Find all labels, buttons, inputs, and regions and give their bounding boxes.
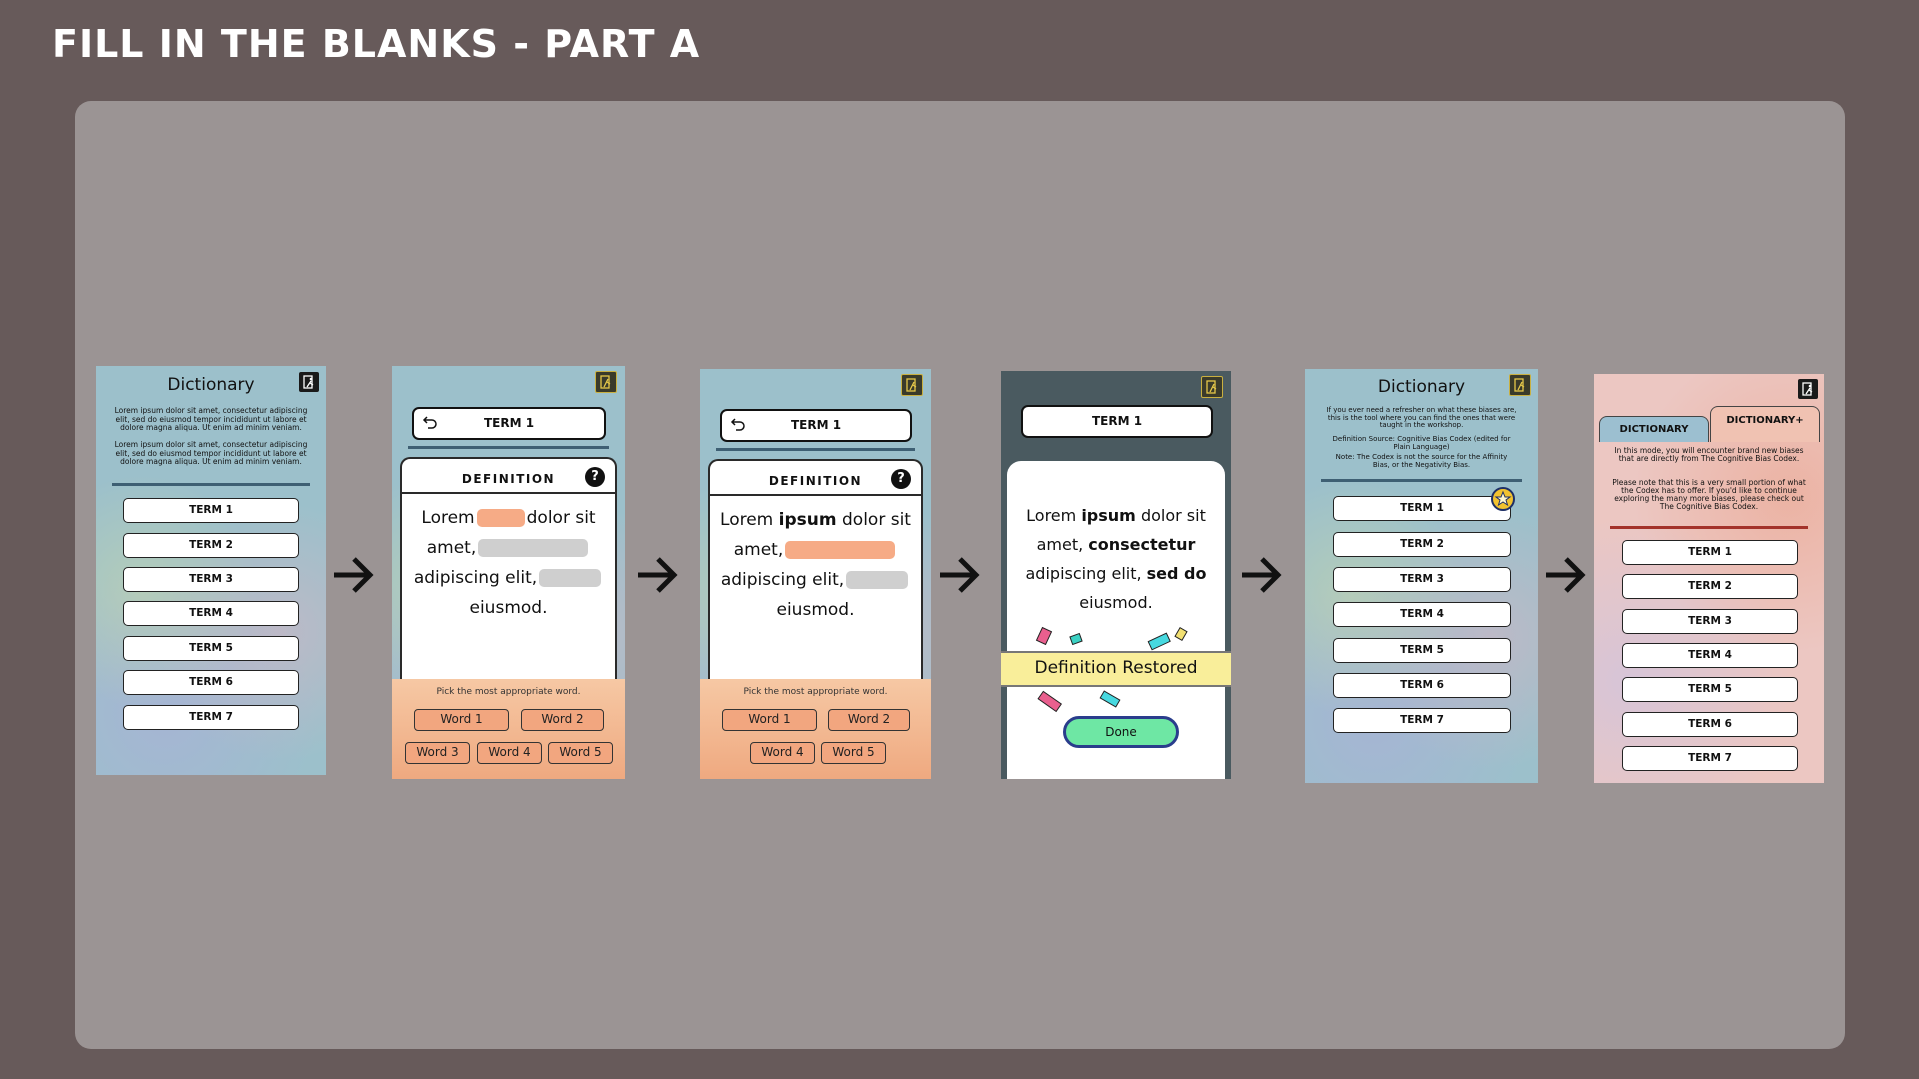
tab-dictionary-plus[interactable]: DICTIONARY+	[1710, 406, 1820, 442]
term-button-7[interactable]: TERM 7	[1333, 708, 1511, 733]
word-button-2[interactable]: Word 2	[521, 709, 604, 731]
page-title: FILL IN THE BLANKS - PART A	[52, 22, 701, 66]
screen-fill-blanks-progress: TERM 1 DEFINITION ? Lorem ipsum dolor si…	[700, 369, 931, 779]
divider	[710, 494, 921, 496]
exit-icon[interactable]	[1798, 379, 1818, 399]
word-button-5[interactable]: Word 5	[548, 742, 613, 764]
word-button-4[interactable]: Word 4	[477, 742, 542, 764]
exit-icon[interactable]	[901, 374, 923, 396]
star-badge-icon	[1491, 487, 1515, 511]
definition-card: DEFINITION ? Lorem ipsum dolor sit amet,…	[708, 459, 923, 687]
term-button-1[interactable]: TERM 1	[1622, 540, 1798, 565]
screen-dictionary-completed: Dictionary If you ever need a refresher …	[1305, 369, 1538, 783]
blank-slot-2[interactable]	[785, 541, 896, 559]
divider	[1610, 526, 1808, 529]
divider	[716, 448, 915, 451]
term-button-5[interactable]: TERM 5	[123, 636, 299, 661]
blank-slot-1[interactable]	[476, 509, 525, 527]
word-button-3[interactable]: Word 3	[405, 742, 470, 764]
tab-dictionary[interactable]: DICTIONARY	[1599, 416, 1709, 442]
word-button-4[interactable]: Word 4	[750, 742, 815, 764]
arrow-right-icon	[1242, 557, 1282, 593]
dictionary-title: Dictionary	[1377, 377, 1466, 397]
screen-definition-restored: TERM 1 Lorem ipsum dolor sit amet, conse…	[1001, 371, 1231, 779]
exit-icon[interactable]	[1509, 374, 1531, 396]
word-bank-hint: Pick the most appropriate word.	[436, 687, 581, 697]
blank-slot-3[interactable]	[539, 569, 602, 587]
term-button-5[interactable]: TERM 5	[1622, 677, 1798, 702]
codex-note-text: Note: The Codex is not the source for th…	[1335, 453, 1508, 469]
exit-icon[interactable]	[1201, 376, 1223, 398]
term-button-4[interactable]: TERM 4	[1622, 643, 1798, 668]
word-button-1[interactable]: Word 1	[414, 709, 509, 731]
intro-text: If you ever need a refresher on what the…	[1326, 406, 1517, 429]
definition-source-text: Definition Source: Cognitive Bias Codex …	[1332, 435, 1511, 451]
term-button-6[interactable]: TERM 6	[1333, 673, 1511, 698]
term-button-4[interactable]: TERM 4	[123, 601, 299, 626]
done-button[interactable]: Done	[1063, 716, 1179, 748]
arrow-right-icon	[940, 557, 980, 593]
word-button-2[interactable]: Word 2	[828, 709, 910, 731]
arrow-right-icon	[1546, 557, 1586, 593]
term-button-4[interactable]: TERM 4	[1333, 602, 1511, 627]
word-button-5[interactable]: Word 5	[821, 742, 886, 764]
term-button-7[interactable]: TERM 7	[123, 705, 299, 730]
divider	[408, 446, 609, 449]
term-button-5[interactable]: TERM 5	[1333, 638, 1511, 663]
term-title: TERM 1	[790, 418, 842, 432]
definition-restored-banner: Definition Restored	[1001, 651, 1231, 687]
definition-text: Lorem ipsum dolor sit amet, adipiscing e…	[720, 510, 911, 620]
term-header: TERM 1	[412, 407, 606, 440]
screen-dictionary-plus: DICTIONARY DICTIONARY+ In this mode, you…	[1594, 374, 1824, 783]
help-icon[interactable]: ?	[585, 467, 605, 487]
divider	[1321, 479, 1522, 482]
term-button-3[interactable]: TERM 3	[123, 567, 299, 592]
term-button-6[interactable]: TERM 6	[1622, 712, 1798, 737]
codex-note-text: Please note that this is a very small po…	[1612, 478, 1806, 511]
blank-slot-3[interactable]	[846, 571, 909, 589]
term-button-7[interactable]: TERM 7	[1622, 746, 1798, 771]
intro-text: Lorem ipsum dolor sit amet, consectetur …	[114, 440, 308, 466]
divider	[402, 492, 615, 494]
term-button-3[interactable]: TERM 3	[1333, 567, 1511, 592]
term-button-3[interactable]: TERM 3	[1622, 609, 1798, 634]
term-title: TERM 1	[483, 416, 535, 430]
exit-icon[interactable]	[299, 372, 319, 392]
word-bank: Pick the most appropriate word. Word 1 W…	[392, 679, 625, 779]
intro-text: Lorem ipsum dolor sit amet, consectetur …	[114, 406, 308, 432]
intro-text: In this mode, you will encounter brand n…	[1614, 446, 1804, 463]
divider	[112, 483, 310, 486]
term-button-2[interactable]: TERM 2	[1333, 532, 1511, 557]
term-button-2[interactable]: TERM 2	[1622, 574, 1798, 599]
word-bank-hint: Pick the most appropriate word.	[743, 687, 888, 697]
arrow-right-icon	[334, 557, 374, 593]
definition-label: DEFINITION	[768, 474, 863, 488]
back-icon[interactable]	[422, 415, 438, 429]
word-button-1[interactable]: Word 1	[722, 709, 817, 731]
definition-text: Lorem ipsum dolor sit amet, consectetur …	[1025, 506, 1207, 612]
term-button-1[interactable]: TERM 1	[123, 498, 299, 523]
blank-slot-2[interactable]	[478, 539, 589, 557]
help-icon[interactable]: ?	[891, 469, 911, 489]
word-bank: Pick the most appropriate word. Word 1 W…	[700, 679, 931, 779]
term-header: TERM 1	[1021, 405, 1213, 438]
term-button-1[interactable]: TERM 1	[1333, 496, 1511, 521]
arrow-right-icon	[638, 557, 678, 593]
exit-icon[interactable]	[595, 371, 617, 393]
term-button-6[interactable]: TERM 6	[123, 670, 299, 695]
dictionary-title: Dictionary	[167, 375, 255, 395]
definition-label: DEFINITION	[461, 472, 556, 486]
screen-dictionary: Dictionary Lorem ipsum dolor sit amet, c…	[96, 366, 326, 775]
back-icon[interactable]	[730, 417, 746, 431]
term-button-2[interactable]: TERM 2	[123, 533, 299, 558]
term-header: TERM 1	[720, 409, 912, 442]
